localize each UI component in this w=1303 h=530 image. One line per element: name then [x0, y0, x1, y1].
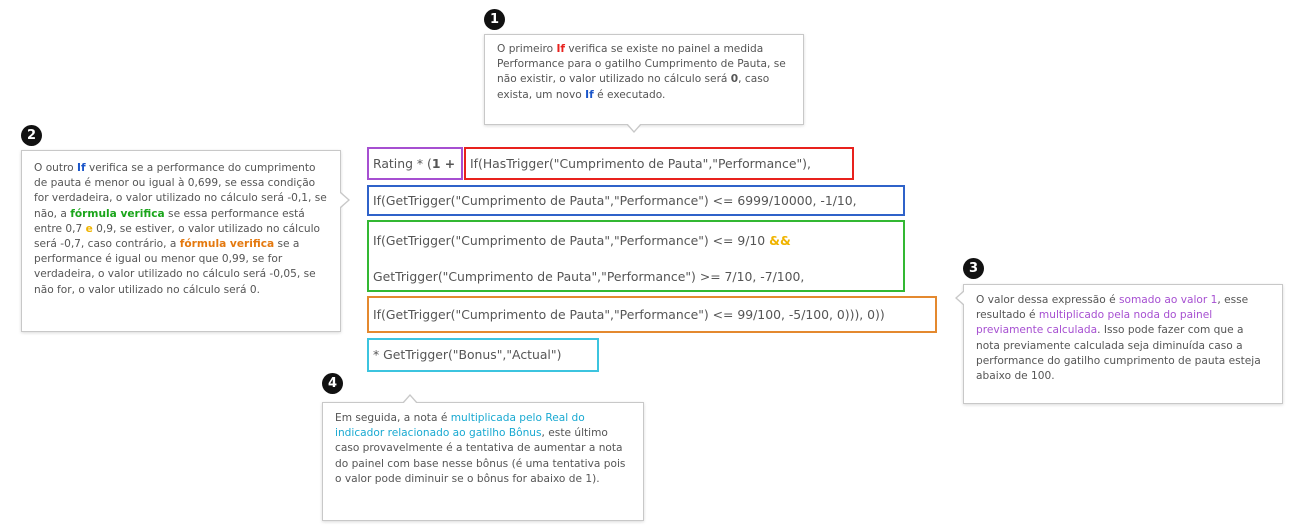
- callout-3: O valor dessa expressão é somado ao valo…: [963, 284, 1283, 404]
- code-if-hastrigger-line: If(HasTrigger("Cumprimento de Pauta","Pe…: [470, 156, 811, 171]
- callout-1-pointer: [626, 123, 642, 133]
- step-2-badge: 2: [21, 125, 42, 146]
- code-bonus-line: * GetTrigger("Bonus","Actual"): [373, 347, 562, 362]
- callout-4-text: Em seguida, a nota é multiplicada pelo R…: [335, 412, 626, 485]
- callout-1-text: O primeiro If verifica se existe no pain…: [497, 43, 786, 101]
- code-if-le-6999-line: If(GetTrigger("Cumprimento de Pauta","Pe…: [373, 193, 857, 208]
- callout-4-pointer: [402, 394, 418, 404]
- code-box-if-between: If(GetTrigger("Cumprimento de Pauta","Pe…: [367, 220, 905, 292]
- code-box-if-le-99: If(GetTrigger("Cumprimento de Pauta","Pe…: [367, 296, 937, 333]
- code-rating-line: Rating * (1 +: [373, 156, 456, 171]
- callout-4: Em seguida, a nota é multiplicada pelo R…: [322, 402, 644, 521]
- code-box-if-le-6999: If(GetTrigger("Cumprimento de Pauta","Pe…: [367, 185, 905, 216]
- step-4-badge: 4: [322, 373, 343, 394]
- code-if-between-line-2: GetTrigger("Cumprimento de Pauta","Perfo…: [373, 269, 805, 284]
- code-box-if-hastrigger: If(HasTrigger("Cumprimento de Pauta","Pe…: [464, 147, 854, 180]
- callout-3-pointer: [955, 290, 965, 306]
- callout-1: O primeiro If verifica se existe no pain…: [484, 34, 804, 125]
- callout-2-pointer: [340, 192, 350, 208]
- step-3-badge: 3: [963, 258, 984, 279]
- callout-2-text: O outro If verifica se a performance do …: [34, 162, 327, 296]
- code-if-between-line-1: If(GetTrigger("Cumprimento de Pauta","Pe…: [373, 233, 791, 248]
- callout-2: O outro If verifica se a performance do …: [21, 150, 341, 332]
- code-if-le-99-line: If(GetTrigger("Cumprimento de Pauta","Pe…: [373, 307, 885, 322]
- code-box-bonus: * GetTrigger("Bonus","Actual"): [367, 338, 599, 372]
- step-1-badge: 1: [484, 9, 505, 30]
- callout-3-text: O valor dessa expressão é somado ao valo…: [976, 294, 1261, 383]
- code-box-rating: Rating * (1 +: [367, 147, 463, 180]
